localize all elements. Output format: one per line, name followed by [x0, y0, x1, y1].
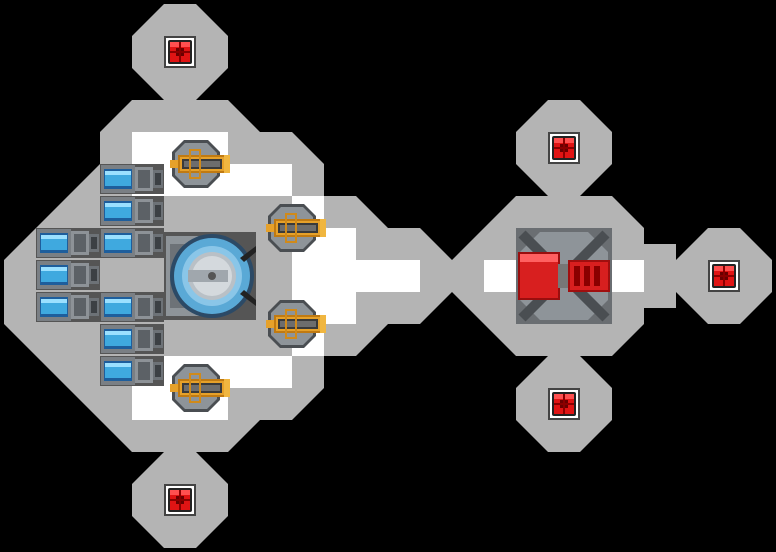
thruster-cell-icon[interactable]	[100, 356, 164, 386]
thruster-cell-icon[interactable]	[36, 260, 100, 290]
thruster-cell-icon[interactable]	[100, 292, 164, 322]
thruster-cell-icon[interactable]	[100, 324, 164, 354]
thruster-cell-icon[interactable]	[100, 228, 164, 258]
heavy-cannon-icon[interactable]	[516, 228, 612, 324]
thruster-cell-icon[interactable]	[36, 292, 100, 322]
sensor-pod-rear-top-icon[interactable]	[548, 132, 580, 164]
rear-hull-floor	[484, 260, 644, 292]
sensor-pod-top-icon[interactable]	[164, 36, 196, 68]
room-walls	[164, 196, 292, 356]
thruster-cell-icon[interactable]	[100, 164, 164, 194]
sensor-pod-tail-icon[interactable]	[708, 260, 740, 292]
thruster-cell-icon[interactable]	[36, 228, 100, 258]
thruster-cell-icon[interactable]	[100, 196, 164, 226]
sensor-pod-rear-bottom-icon[interactable]	[548, 388, 580, 420]
reactor-core-icon[interactable]	[164, 232, 256, 320]
sensor-pod-bottom-icon[interactable]	[164, 484, 196, 516]
